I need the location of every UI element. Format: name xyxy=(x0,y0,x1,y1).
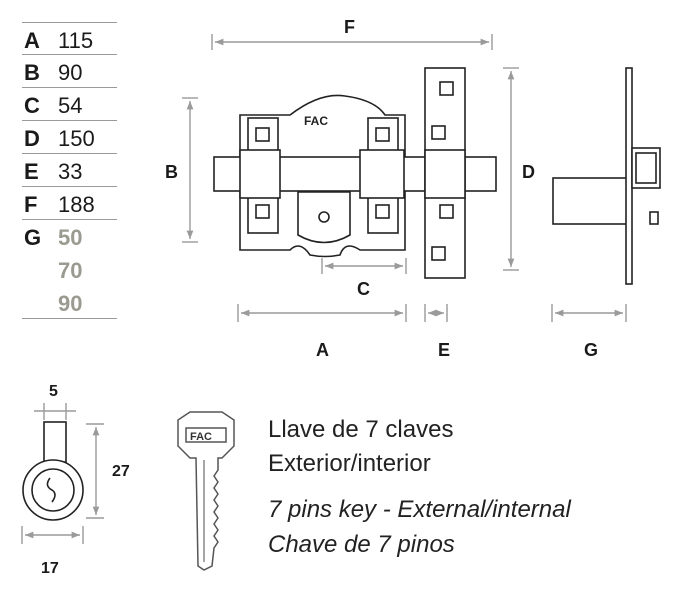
dim-key: D xyxy=(24,126,40,151)
keyhole-icon xyxy=(318,211,330,223)
dim-value-extra: 70 xyxy=(58,258,83,283)
dim-key: B xyxy=(24,60,40,85)
dim-value: 50 xyxy=(58,225,83,250)
dimensions-table: A 115 B 90 C 54 D 150 E 33 F 188 G 50 70… xyxy=(22,22,117,319)
dim-value-extra: 90 xyxy=(58,291,83,316)
dim-row-g: G 50 70 90 xyxy=(22,220,117,319)
screw-icon xyxy=(375,127,390,142)
label-g: G xyxy=(584,340,598,360)
dim-row-e: E 33 xyxy=(22,154,117,187)
side-plate xyxy=(625,67,633,285)
label-f: F xyxy=(344,17,355,37)
side-tab xyxy=(649,211,659,225)
label-d: D xyxy=(522,162,535,182)
description-en: 7 pins key - External/internal xyxy=(268,496,571,523)
brand-logo: FAC xyxy=(304,114,328,128)
lock-side-view xyxy=(552,67,661,285)
screw-icon xyxy=(375,204,390,219)
dim-key: G xyxy=(24,225,42,250)
key-head-inner xyxy=(185,427,227,443)
description-pt: Chave de 7 pinos xyxy=(268,531,455,558)
bolt-guide-right xyxy=(359,149,405,199)
key-icon xyxy=(177,411,235,571)
dim-value: 150 xyxy=(58,126,95,151)
dim-key: E xyxy=(24,159,39,184)
cylinder-cam xyxy=(43,421,67,463)
screw-icon xyxy=(255,127,270,142)
dim-value: 33 xyxy=(58,159,83,184)
dim-key: F xyxy=(24,192,38,217)
dim-row-d: D 150 xyxy=(22,121,117,154)
screw-icon xyxy=(431,246,446,261)
dim-value: 188 xyxy=(58,192,95,217)
description-es-line1: Llave de 7 claves xyxy=(268,416,454,443)
strike-keeper xyxy=(424,149,466,199)
cyl-height: 27 xyxy=(112,463,130,480)
label-e: E xyxy=(438,340,450,360)
key-shape xyxy=(177,411,235,571)
cylinder-side xyxy=(552,177,631,225)
dim-key: C xyxy=(24,93,40,118)
screw-icon xyxy=(431,125,446,140)
screw-icon xyxy=(439,204,454,219)
cylinder-dims: 5 27 17 xyxy=(41,383,130,577)
label-b: B xyxy=(165,162,178,182)
screw-icon xyxy=(255,204,270,219)
dim-key: A xyxy=(24,28,40,53)
cyl-diameter: 17 xyxy=(41,560,59,577)
dim-row-c: C 54 xyxy=(22,88,117,121)
dim-value: 90 xyxy=(58,60,83,85)
side-housing-inner xyxy=(635,152,657,184)
screw-icon xyxy=(439,81,454,96)
bolt-guide-left xyxy=(239,149,281,199)
label-c: C xyxy=(357,279,370,299)
dimension-lines xyxy=(21,34,627,544)
housing-br xyxy=(367,194,399,234)
key-brand-logo: FAC xyxy=(190,431,212,443)
lock-front-view xyxy=(213,67,497,279)
dim-row-a: A 115 xyxy=(22,22,117,55)
dim-value: 115 xyxy=(58,28,94,53)
description-es-line2: Exterior/interior xyxy=(268,450,431,477)
label-a: A xyxy=(316,340,329,360)
dim-value: 54 xyxy=(58,93,83,118)
cyl-width: 5 xyxy=(49,383,58,400)
keyway-icon xyxy=(46,477,56,503)
dimension-labels: F B D C A E G xyxy=(165,17,598,360)
cylinder-front xyxy=(22,421,84,521)
dim-row-b: B 90 xyxy=(22,55,117,88)
dim-row-f: F 188 xyxy=(22,187,117,220)
